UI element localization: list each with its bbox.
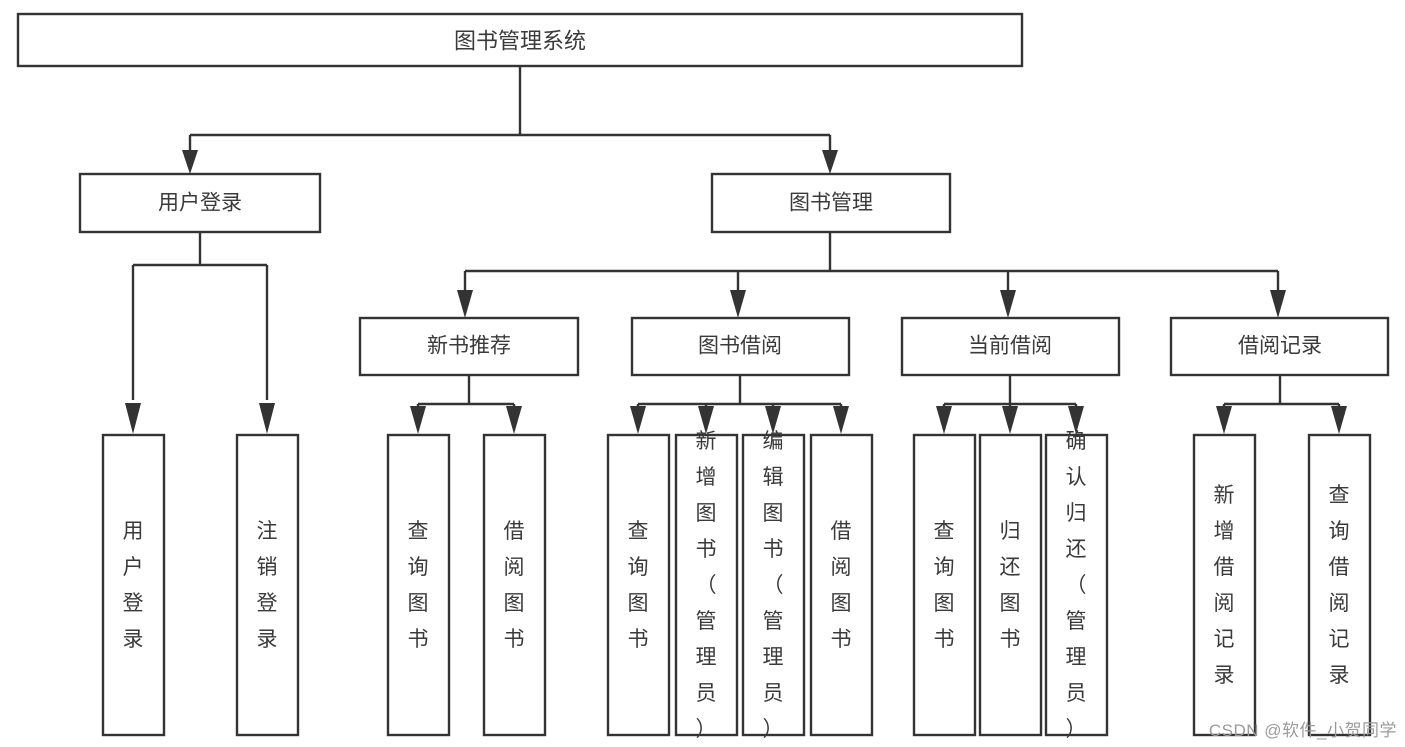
node-borrow-record[interactable]: 借阅记录: [1169, 316, 1390, 377]
leaf-label: 归还图书: [1000, 520, 1021, 651]
leaf-label: 查询图书: [934, 520, 955, 651]
arrow-userlogin-leaf-2: [259, 403, 275, 434]
new-book-recommend-box[interactable]: [358, 316, 580, 377]
leaf-current-borrow-1[interactable]: 查询图书: [912, 433, 977, 737]
leaf-label: 查询图书: [628, 520, 649, 651]
leaf-book-borrow-4[interactable]: 借阅图书: [809, 433, 874, 737]
arrow-borrowrecord-leaf-1: [1216, 406, 1232, 434]
arrow-currentborrow-leaf-1: [936, 406, 952, 434]
arrow-borrowrecord-leaf-2: [1331, 406, 1347, 434]
leaf-label: 借阅图书: [504, 520, 525, 651]
borrow-record-label: 借阅记录: [1238, 335, 1322, 358]
arrow-bookborrow-leaf-2: [698, 406, 714, 434]
node-root[interactable]: 图书管理系统: [16, 12, 1024, 68]
leaf-label: 新增图书（管理员）: [696, 430, 717, 741]
leaf-user-login-2[interactable]: 注销登录: [235, 433, 300, 737]
leaf-book-borrow-1[interactable]: 查询图书: [606, 433, 671, 737]
user-login-label: 用户登录: [158, 192, 242, 215]
leaf-box[interactable]: [101, 433, 166, 737]
arrow-to-book-mgmt: [822, 150, 838, 174]
root-label: 图书管理系统: [454, 29, 586, 54]
leaf-current-borrow-2[interactable]: 归还图书: [978, 433, 1043, 737]
leaf-label: 注销登录: [257, 520, 278, 651]
leaf-box[interactable]: [674, 433, 739, 737]
arrow-bookborrow-leaf-4: [833, 406, 849, 434]
user-login-box[interactable]: [78, 172, 322, 234]
leaf-box[interactable]: [809, 433, 874, 737]
leaf-book-borrow-2[interactable]: 新增图书（管理员）: [674, 430, 739, 741]
arrow-to-borrow-record: [1270, 290, 1286, 318]
node-new-book-recommend[interactable]: 新书推荐: [358, 316, 580, 377]
leaf-new-book-1[interactable]: 查询图书: [386, 433, 451, 737]
book-management-box[interactable]: [710, 172, 952, 234]
book-management-label: 图书管理: [789, 192, 873, 215]
node-book-borrow[interactable]: 图书借阅: [630, 316, 851, 377]
arrow-currentborrow-leaf-3: [1068, 406, 1084, 434]
leaf-box[interactable]: [1307, 433, 1372, 737]
leaf-borrow-record-1[interactable]: 新增借阅记录: [1192, 433, 1257, 737]
edges-layer: [125, 65, 1347, 434]
leaf-label: 用户登录: [123, 520, 144, 651]
arrow-bookborrow-leaf-3: [765, 406, 781, 434]
leaf-box[interactable]: [741, 433, 806, 737]
arrow-newbook-leaf-2: [506, 406, 522, 434]
leaf-box[interactable]: [1044, 433, 1109, 737]
current-borrow-box[interactable]: [900, 316, 1121, 377]
node-user-login[interactable]: 用户登录: [78, 172, 322, 234]
new-book-recommend-label: 新书推荐: [427, 335, 511, 358]
current-borrow-label: 当前借阅: [968, 335, 1052, 358]
root-box[interactable]: [16, 12, 1024, 68]
leaf-label: 确认归还（管理员）: [1066, 430, 1087, 741]
leaf-box[interactable]: [912, 433, 977, 737]
leaf-box[interactable]: [978, 433, 1043, 737]
node-book-management[interactable]: 图书管理: [710, 172, 952, 234]
leaf-new-book-2[interactable]: 借阅图书: [482, 433, 547, 737]
leaf-box[interactable]: [482, 433, 547, 737]
arrow-bookborrow-leaf-1: [630, 406, 646, 434]
leaf-current-borrow-3[interactable]: 确认归还（管理员）: [1044, 430, 1109, 741]
node-current-borrow[interactable]: 当前借阅: [900, 316, 1121, 377]
borrow-record-box[interactable]: [1169, 316, 1390, 377]
leaf-label: 借阅图书: [831, 520, 852, 651]
arrow-to-user-login: [182, 150, 198, 174]
leaf-book-borrow-3[interactable]: 编辑图书（管理员）: [741, 430, 806, 741]
leaf-box[interactable]: [235, 433, 300, 737]
book-borrow-label: 图书借阅: [698, 335, 782, 358]
arrow-to-book-borrow: [730, 290, 746, 318]
leaf-label: 新增借阅记录: [1214, 484, 1235, 687]
arrow-newbook-leaf-1: [410, 406, 426, 434]
leaf-box[interactable]: [606, 433, 671, 737]
arrow-userlogin-leaf-1: [125, 403, 141, 434]
leaf-user-login-1[interactable]: 用户登录: [101, 433, 166, 737]
arrow-to-new-book: [457, 290, 473, 318]
leaf-label: 编辑图书（管理员）: [763, 430, 784, 741]
arrow-currentborrow-leaf-2: [1002, 406, 1018, 434]
leaf-label: 查询图书: [408, 520, 429, 651]
leaf-label: 查询借阅记录: [1329, 484, 1350, 687]
arrow-to-current-borrow: [1000, 290, 1016, 318]
leaf-box[interactable]: [386, 433, 451, 737]
book-borrow-box[interactable]: [630, 316, 851, 377]
leaf-borrow-record-2[interactable]: 查询借阅记录: [1307, 433, 1372, 737]
leaf-box[interactable]: [1192, 433, 1257, 737]
